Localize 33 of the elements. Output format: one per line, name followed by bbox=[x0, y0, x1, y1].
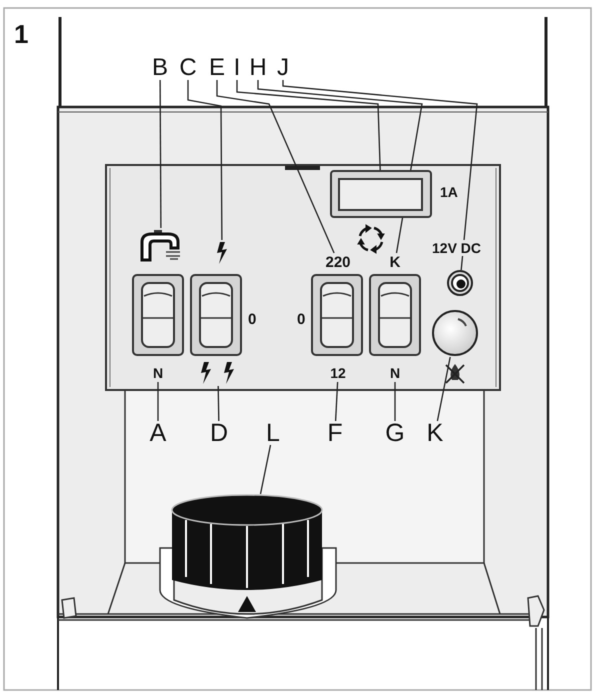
leader-line bbox=[334, 382, 338, 422]
leader-line bbox=[236, 80, 381, 170]
callout-letter: A bbox=[149, 421, 167, 445]
leader-line bbox=[187, 80, 223, 240]
panel-marking: 12V DC bbox=[430, 240, 484, 256]
panel-marking: 12 bbox=[326, 364, 350, 382]
indicator-lamp bbox=[431, 309, 479, 357]
leader-line bbox=[216, 80, 335, 254]
callout-letter: H bbox=[249, 56, 267, 80]
panel-marking: K bbox=[388, 253, 402, 271]
callout-letter: C bbox=[179, 56, 197, 80]
leader-line bbox=[218, 386, 220, 422]
callout-letter: D bbox=[210, 421, 228, 445]
leader-line bbox=[157, 382, 159, 421]
callout-letter: L bbox=[264, 421, 282, 445]
leader-line bbox=[260, 444, 272, 494]
callout-letter: B bbox=[151, 56, 169, 80]
panel-marking: 220 bbox=[318, 253, 358, 271]
lightning-icon bbox=[214, 240, 230, 266]
callout-letter: J bbox=[274, 56, 292, 80]
callout-letter: E bbox=[208, 56, 226, 80]
panel-marking: 1A bbox=[438, 184, 460, 200]
callout-letter: K bbox=[426, 421, 444, 445]
leader-line bbox=[436, 356, 451, 422]
callout-letter: I bbox=[230, 56, 244, 80]
fuse-holder bbox=[330, 170, 432, 218]
leader-line bbox=[394, 382, 396, 421]
leader-line bbox=[282, 80, 478, 270]
panel-marking: N bbox=[388, 364, 402, 382]
callout-letter: G bbox=[386, 421, 404, 445]
leader-line bbox=[159, 80, 162, 228]
panel-marking: N bbox=[151, 364, 165, 382]
callout-letter: F bbox=[326, 421, 344, 445]
